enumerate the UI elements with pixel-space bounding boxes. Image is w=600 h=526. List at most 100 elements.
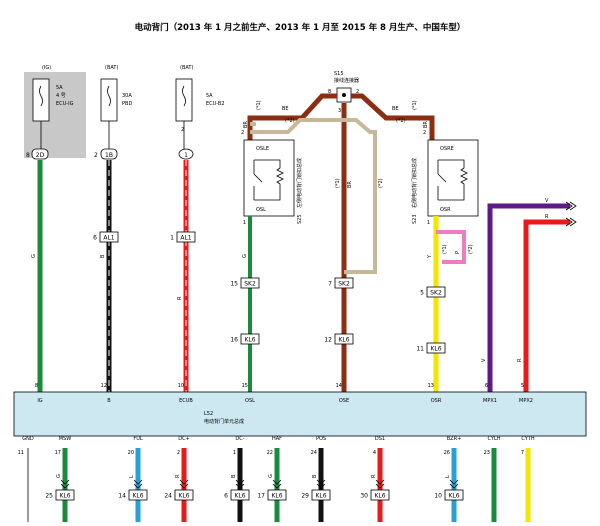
svg-text:R: R: [517, 358, 523, 362]
inline-connector: KL6 30: [360, 479, 390, 501]
svg-text:BE: BE: [392, 106, 399, 112]
pin-label: CYLH: [487, 436, 500, 442]
connector-pin: 7: [328, 281, 332, 288]
connector-id: KL6: [234, 493, 245, 500]
module-pin: 8IG: [35, 383, 43, 404]
svg-text:(*1): (*1): [256, 100, 262, 110]
pin-number: 2: [177, 450, 180, 456]
svg-text:8: 8: [26, 152, 30, 159]
fuse-name: ECU-B2: [206, 101, 225, 107]
pin-number: 10: [178, 383, 184, 389]
connector-id: KL6: [374, 493, 385, 500]
svg-text:1: 1: [243, 220, 246, 226]
fuse-rating: 5A: [56, 85, 63, 91]
svg-text:右侧电动背门锁扣总成: 右侧电动背门锁扣总成: [411, 158, 418, 208]
inline-connector: KL6 14: [118, 479, 148, 501]
module-bottom-pins: GND11MSW17FUL20DC+2DC-1HAF22POS24DS14BZR…: [18, 436, 535, 456]
svg-text:(*2): (*2): [468, 244, 474, 254]
wire-color-tag: L: [129, 475, 135, 478]
module-name: 电动背门单元总成: [204, 418, 244, 425]
connector-id: KL6: [132, 493, 143, 500]
connector-pin: 15: [230, 281, 238, 288]
connector-id: AL1: [180, 235, 191, 242]
svg-text:OSLE: OSLE: [256, 146, 269, 152]
connector-id: KL6: [178, 493, 189, 500]
pin-number: 22: [267, 450, 273, 456]
connector-pin: 17: [257, 493, 265, 500]
pin-label: OSL: [245, 398, 255, 404]
svg-text:2: 2: [356, 89, 359, 95]
svg-text:OSRE: OSRE: [440, 146, 454, 152]
connector-pin: 12: [324, 337, 332, 344]
pin-label: DC-: [235, 436, 244, 442]
svg-text:OSL: OSL: [256, 207, 266, 213]
fuse-name: PBD: [122, 101, 132, 107]
svg-text:BR: BR: [243, 121, 249, 128]
svg-text:1: 1: [427, 220, 430, 226]
svg-text:2: 2: [241, 130, 244, 136]
fuse-connector-1b: 1B 2: [94, 148, 118, 160]
pin-label: OSE: [339, 398, 349, 404]
pin-number: 7: [521, 450, 524, 456]
svg-text:G: G: [242, 254, 248, 258]
svg-text:2: 2: [423, 130, 426, 136]
connector-pin: 30: [360, 493, 368, 500]
svg-text:Y: Y: [427, 254, 433, 259]
pin-number: 17: [55, 450, 61, 456]
pin-number: 23: [484, 450, 490, 456]
pin-label: MSW: [59, 436, 71, 442]
connector-chevron-icon: [179, 479, 189, 489]
svg-text:OSR: OSR: [440, 207, 451, 213]
page-title: 电动背门（2013 年 1 月之前生产、2013 年 1 月至 2015 年 8…: [135, 22, 466, 33]
module-pin: BZR+26: [444, 436, 462, 456]
module-id: L52: [204, 411, 213, 417]
module-pin: DC-1: [233, 436, 245, 456]
continuation-arrow-icon: [565, 217, 577, 227]
svg-text:(*2): (*2): [378, 178, 384, 188]
connector-chevron-icon: [60, 479, 70, 489]
svg-text:S23: S23: [412, 214, 418, 224]
connector-pin: 10: [434, 493, 442, 500]
svg-text:V: V: [481, 358, 487, 362]
svg-text:S25: S25: [297, 214, 303, 224]
fuse-icon: [107, 85, 111, 107]
switch-icon: [253, 173, 263, 183]
module-pin: 12B: [101, 383, 112, 404]
wire-color-tag: R: [175, 474, 181, 478]
connector-id: SK2: [244, 281, 256, 288]
pin-number: 13: [428, 383, 434, 389]
connector-chevron-icon: [316, 479, 326, 489]
connector-id: KL6: [430, 346, 441, 353]
wire-color-tag: L: [445, 475, 451, 478]
connector-id: KL6: [271, 493, 282, 500]
fuse-pbd: (BAT) 30A PBD: [100, 65, 132, 149]
fuse-ecu-b2: (BAT) 5A ECU-B2 2: [175, 65, 225, 149]
pin-number: 11: [18, 450, 24, 456]
fuse-pin-number: 2: [181, 127, 184, 133]
wire-yellow-osr: [433, 216, 466, 392]
connector-pin: 25: [45, 493, 53, 500]
inline-connector: SK2 15: [230, 277, 260, 289]
svg-text:(*2): (*2): [285, 118, 295, 124]
pin-number: 20: [128, 450, 134, 456]
fuse-source-label: (IG): [42, 65, 51, 71]
fuse-connector-1: 1: [178, 148, 194, 160]
connector-pin: 6: [224, 493, 228, 500]
fuse-icon: [182, 85, 186, 107]
connector-chevron-icon: [272, 479, 282, 489]
pin-label: ECUB: [179, 398, 193, 404]
connector-pin: 14: [118, 493, 126, 500]
connector-id: SK2: [430, 290, 442, 297]
